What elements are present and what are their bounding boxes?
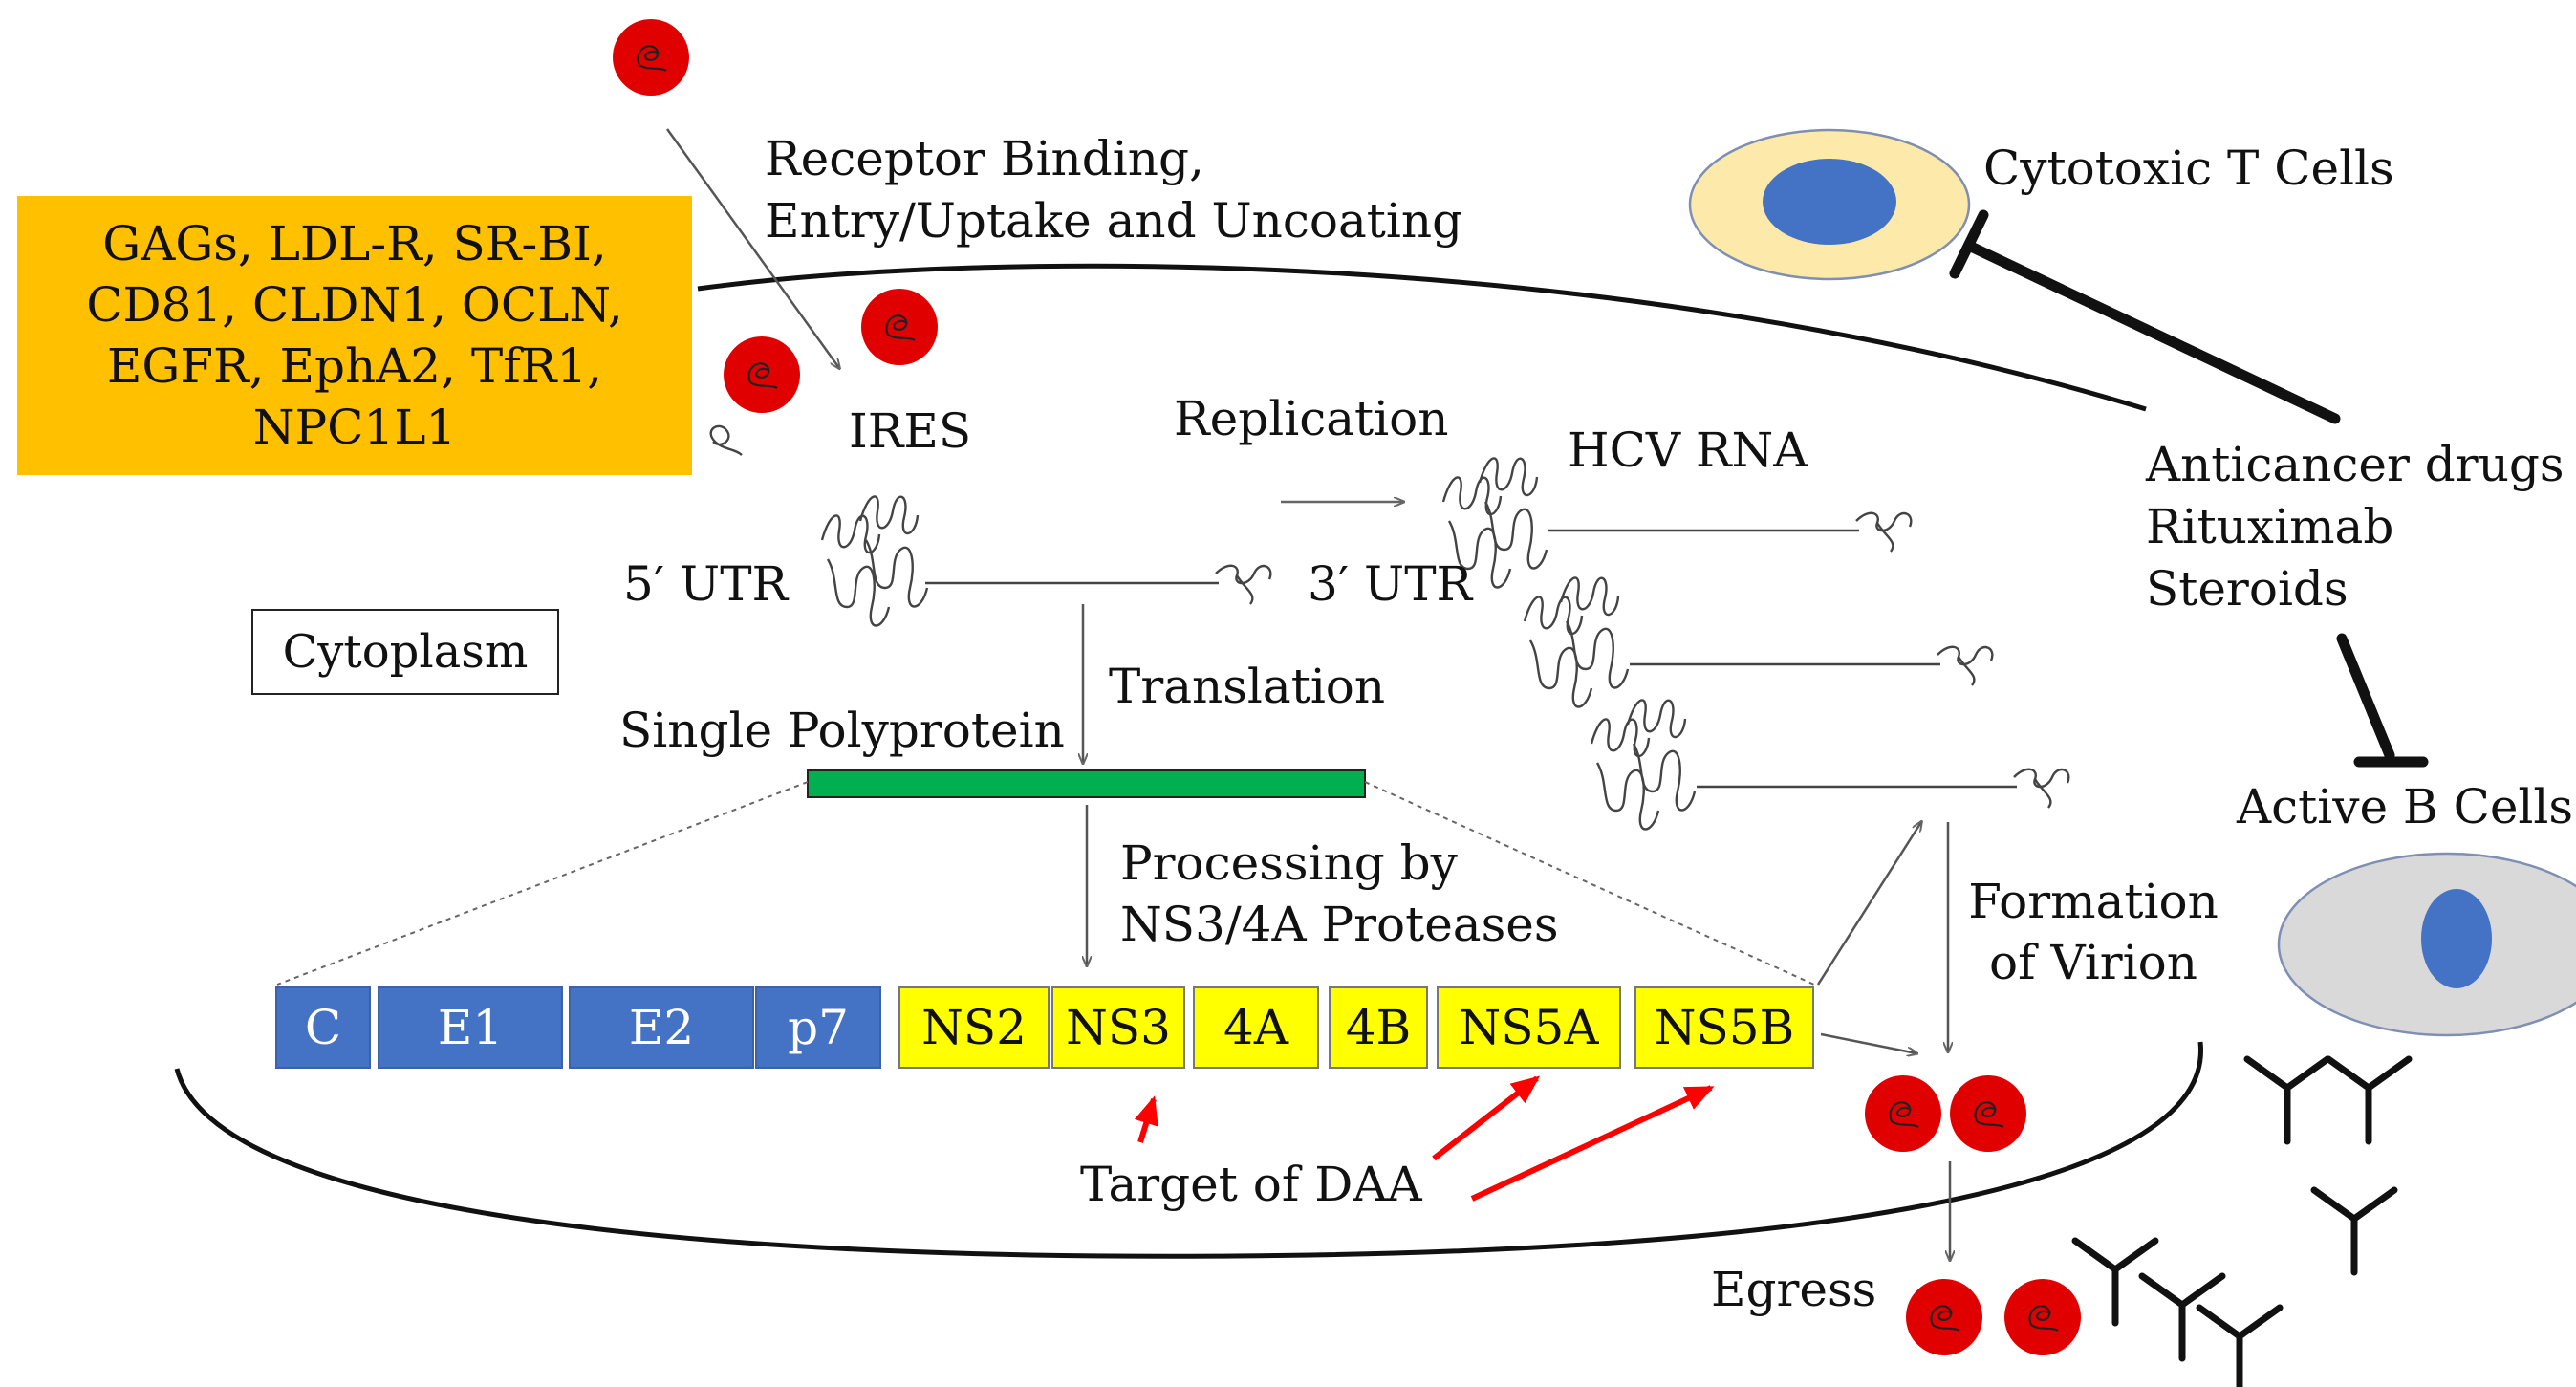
formation-label-line1: Formation (1968, 874, 2219, 929)
cell-membrane (697, 263, 2147, 412)
drug-steroids-label: Steroids (2146, 561, 2349, 617)
virion-assembled-2 (1948, 1073, 2028, 1154)
ires-label: IRES (849, 403, 972, 459)
entry-label-line1: Receptor Binding, (765, 131, 1204, 186)
drug-rituximab-label: Rituximab (2146, 499, 2394, 554)
segment-p7: p7 (755, 986, 881, 1069)
entry-label-line2: Entry/Uptake and Uncoating (765, 193, 1463, 249)
daa-arrow-ns5a (1432, 1075, 1541, 1161)
t-cell-nucleus (1763, 159, 1896, 245)
t-cell-inhibition-line (1963, 240, 2341, 424)
hcv-rna-copy-3b-icon (1626, 699, 1697, 812)
hcv-rna-copy-2b-icon (1559, 576, 1630, 689)
receptors-list: GAGs, LDL-R, SR-BI, CD81, CLDN1, OCLN, E… (86, 216, 623, 455)
virion-assembled-1 (1863, 1073, 1943, 1154)
virion-egress-2 (2002, 1277, 2083, 1357)
cell-membrane-lower (174, 1041, 2203, 1259)
receptors-box: GAGs, LDL-R, SR-BI, CD81, CLDN1, OCLN, E… (17, 196, 692, 475)
expansion-line-left (276, 781, 809, 986)
virion-egress-1 (1904, 1277, 1984, 1357)
virion-outside (611, 17, 691, 98)
single-polyprotein-bar (807, 769, 1366, 798)
utr5-label: 5′ UTR (623, 556, 789, 612)
t-cell-inhibition-bar (1949, 209, 1989, 279)
antibody-icon-2 (2328, 1059, 2409, 1141)
antibody-icon-6 (2199, 1308, 2280, 1387)
virion-uncoating (722, 335, 802, 415)
rna-3utr-structure-icon (1214, 564, 1272, 606)
hcv-rna-copy-2-tail-icon (1936, 645, 1994, 687)
hcv-rna-copy-2-icon (1523, 596, 1593, 708)
segment-e2: E2 (569, 986, 754, 1069)
hcv-rna-copy-3-tail-icon (2012, 768, 2070, 810)
processing-label-line2: NS3/4A Proteases (1120, 897, 1559, 952)
segment-ns3: NS3 (1051, 986, 1185, 1069)
antibody-icon-3 (2314, 1190, 2394, 1272)
active-b-cells-label: Active B Cells (2237, 779, 2574, 834)
replication-feedback-arrow (1816, 822, 1921, 986)
rna-ires-structure-icon-2 (858, 495, 929, 608)
hcv-rna-copy-1b-icon (1478, 457, 1548, 570)
segment-ns2: NS2 (898, 986, 1050, 1069)
target-of-daa-label: Target of DAA (1080, 1157, 1422, 1212)
drug-anticancer-label: Anticancer drugs (2146, 437, 2565, 492)
hcv-rna-label: HCV RNA (1568, 423, 1808, 478)
cytoplasm-label-box: Cytoplasm (251, 609, 559, 695)
daa-arrow-ns3 (1134, 1095, 1158, 1143)
formation-label-line2: of Virion (1989, 935, 2197, 990)
egress-label: Egress (1711, 1262, 1877, 1317)
segment-c: C (275, 986, 371, 1069)
segment-4b: 4B (1329, 986, 1428, 1069)
cytoplasm-label: Cytoplasm (282, 625, 529, 679)
b-cell-inhibition-line (2336, 633, 2395, 761)
b-cell-nucleus (2421, 889, 2492, 988)
antibody-icon-1 (2247, 1059, 2327, 1141)
processing-label-line1: Processing by (1120, 835, 1458, 891)
entry-arrow (665, 128, 839, 368)
segment-e1: E1 (378, 986, 563, 1069)
single-polyprotein-label: Single Polyprotein (619, 703, 1065, 758)
released-rna-icon (709, 424, 743, 456)
daa-arrow-ns5b (1470, 1085, 1715, 1202)
virion-entering (859, 287, 940, 367)
utr3-label: 3′ UTR (1308, 556, 1473, 612)
segment-ns5b: NS5B (1634, 986, 1814, 1069)
hcv-rna-copy-3-icon (1590, 718, 1660, 831)
segment-ns5a: NS5A (1437, 986, 1621, 1069)
translation-label: Translation (1109, 659, 1386, 714)
hcv-rna-copy-1-tail-icon (1854, 511, 1913, 553)
rna-ires-structure-icon (820, 514, 891, 627)
assembly-arrow (1820, 1032, 1916, 1053)
cytotoxic-t-cells-label: Cytotoxic T Cells (1983, 141, 2394, 196)
segment-4a: 4A (1193, 986, 1319, 1069)
antibody-icon-4 (2075, 1241, 2155, 1323)
replication-label: Replication (1174, 391, 1449, 446)
